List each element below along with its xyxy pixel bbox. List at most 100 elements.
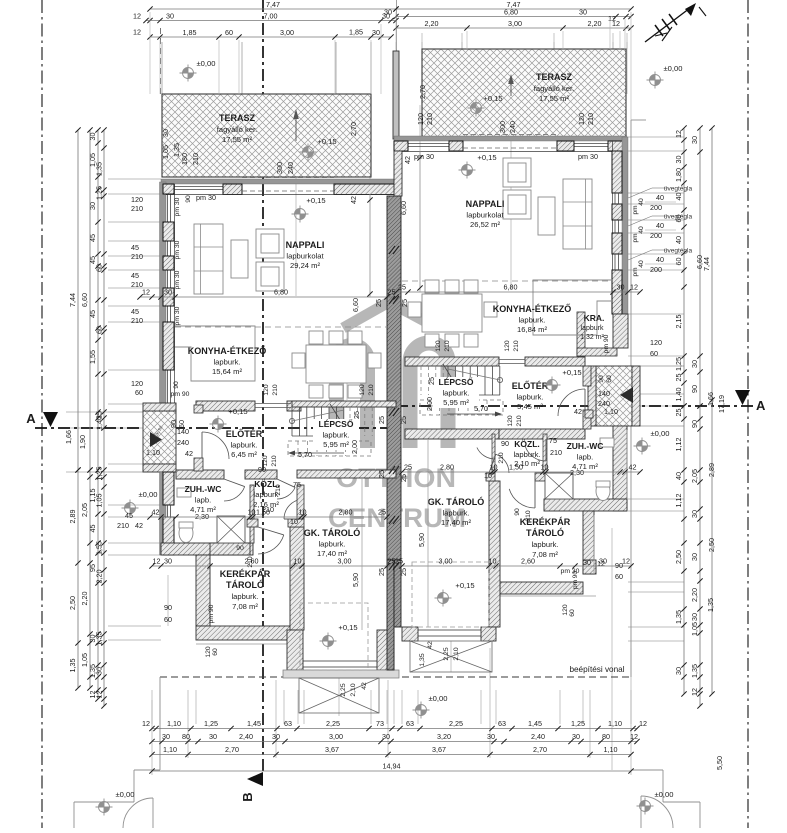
svg-text:6,60: 6,60: [695, 255, 704, 269]
svg-text:30: 30: [674, 667, 683, 675]
svg-text:45: 45: [88, 234, 97, 242]
svg-text:pm 30: pm 30: [174, 197, 181, 216]
svg-text:60: 60: [95, 264, 104, 272]
svg-text:10: 10: [489, 557, 497, 566]
svg-text:1,55: 1,55: [88, 350, 97, 364]
svg-text:±0,00: ±0,00: [197, 59, 216, 68]
svg-text:7,00: 7,00: [264, 12, 278, 21]
svg-text:2,89: 2,89: [707, 463, 716, 477]
svg-text:1,10: 1,10: [167, 719, 181, 728]
svg-text:2,80: 2,80: [440, 463, 454, 472]
svg-text:+0,15: +0,15: [306, 196, 325, 205]
svg-text:pm: pm: [632, 205, 639, 214]
svg-text:30: 30: [583, 558, 591, 567]
svg-text:120: 120: [562, 604, 569, 616]
svg-text:3,00: 3,00: [338, 557, 352, 566]
svg-text:KÖZL.: KÖZL.: [254, 479, 280, 489]
svg-text:210: 210: [368, 384, 375, 396]
svg-text:pm 30: pm 30: [561, 568, 580, 575]
svg-text:12: 12: [133, 28, 141, 37]
svg-text:2,50: 2,50: [674, 550, 683, 564]
svg-text:KRA.: KRA.: [584, 313, 605, 323]
svg-text:15,64 m²: 15,64 m²: [212, 367, 242, 376]
svg-text:17,55 m²: 17,55 m²: [539, 94, 569, 103]
svg-text:3,00: 3,00: [329, 732, 343, 741]
svg-text:12: 12: [612, 19, 620, 28]
svg-text:2,50: 2,50: [68, 596, 77, 610]
svg-text:12: 12: [630, 283, 638, 292]
svg-text:30: 30: [674, 156, 683, 164]
svg-text:60: 60: [95, 326, 104, 334]
svg-text:25: 25: [399, 568, 408, 576]
svg-text:90: 90: [169, 420, 178, 428]
svg-text:200: 200: [650, 265, 662, 274]
svg-text:12: 12: [690, 688, 699, 696]
svg-text:1,25: 1,25: [95, 186, 104, 200]
svg-text:60: 60: [177, 420, 186, 428]
svg-text:240: 240: [508, 121, 517, 133]
svg-text:60: 60: [650, 349, 658, 358]
svg-text:210: 210: [131, 280, 143, 289]
svg-text:210: 210: [550, 448, 562, 457]
svg-text:2,70: 2,70: [349, 122, 358, 136]
svg-text:25: 25: [427, 377, 436, 385]
svg-text:2,20: 2,20: [588, 19, 602, 28]
svg-text:120: 120: [650, 338, 662, 347]
svg-text:2,89: 2,89: [68, 510, 77, 524]
svg-text:42: 42: [349, 196, 358, 204]
svg-text:25: 25: [377, 568, 386, 576]
svg-text:2,10 m²: 2,10 m²: [514, 459, 540, 468]
svg-text:10: 10: [484, 471, 492, 480]
svg-text:6,60: 6,60: [80, 293, 89, 307]
svg-text:210: 210: [525, 510, 532, 522]
svg-text:140: 140: [177, 427, 189, 436]
svg-text:A: A: [756, 398, 766, 413]
svg-text:2,20: 2,20: [80, 592, 89, 606]
svg-text:26,52 m²: 26,52 m²: [470, 220, 500, 229]
svg-text:1,10: 1,10: [604, 745, 618, 754]
svg-text:45: 45: [88, 256, 97, 264]
svg-text:5,50: 5,50: [715, 756, 724, 770]
svg-text:ZUH.-WC: ZUH.-WC: [185, 484, 222, 494]
svg-text:42: 42: [574, 407, 582, 416]
svg-text:5,45 m²: 5,45 m²: [517, 402, 543, 411]
svg-text:3,00: 3,00: [280, 28, 294, 37]
svg-text:40: 40: [674, 236, 683, 244]
svg-text:1,40: 1,40: [95, 416, 104, 430]
svg-text:40: 40: [656, 255, 664, 264]
svg-text:2,10: 2,10: [350, 683, 357, 696]
svg-text:2,40: 2,40: [531, 732, 545, 741]
svg-text:3,20: 3,20: [437, 732, 451, 741]
svg-text:2,00: 2,00: [425, 397, 434, 411]
svg-text:A: A: [26, 411, 36, 426]
svg-text:lapburk.: lapburk.: [322, 431, 349, 440]
svg-text:95: 95: [88, 564, 97, 572]
svg-text:7,44: 7,44: [702, 257, 711, 271]
svg-text:90: 90: [501, 439, 509, 448]
svg-text:lapburk.: lapburk.: [318, 540, 345, 549]
svg-text:pm 90: pm 90: [572, 571, 579, 589]
svg-text:30: 30: [382, 732, 390, 741]
svg-text:10: 10: [490, 463, 498, 472]
svg-text:3,67: 3,67: [432, 745, 446, 754]
svg-text:1,10: 1,10: [608, 719, 622, 728]
svg-text:80: 80: [602, 732, 610, 741]
svg-text:42: 42: [361, 682, 368, 690]
svg-text:210: 210: [498, 452, 505, 464]
svg-text:210: 210: [586, 113, 595, 125]
svg-text:+0,15: +0,15: [455, 581, 474, 590]
svg-text:lapburk.: lapburk.: [531, 540, 558, 549]
svg-text:40: 40: [674, 472, 683, 480]
svg-text:7,08 m²: 7,08 m²: [532, 550, 558, 559]
svg-text:30: 30: [579, 8, 587, 17]
svg-text:5,95 m²: 5,95 m²: [323, 440, 349, 449]
svg-text:3,00: 3,00: [508, 19, 522, 28]
svg-text:TÁROLÓ: TÁROLÓ: [526, 527, 564, 538]
svg-text:pm 30: pm 30: [174, 306, 181, 325]
svg-text:30: 30: [690, 613, 699, 621]
svg-text:30: 30: [487, 732, 495, 741]
svg-text:140: 140: [598, 389, 610, 398]
svg-text:fagyálló ker.: fagyálló ker.: [217, 125, 258, 134]
svg-text:1,32 m²: 1,32 m²: [580, 334, 604, 341]
svg-text:63: 63: [498, 719, 506, 728]
